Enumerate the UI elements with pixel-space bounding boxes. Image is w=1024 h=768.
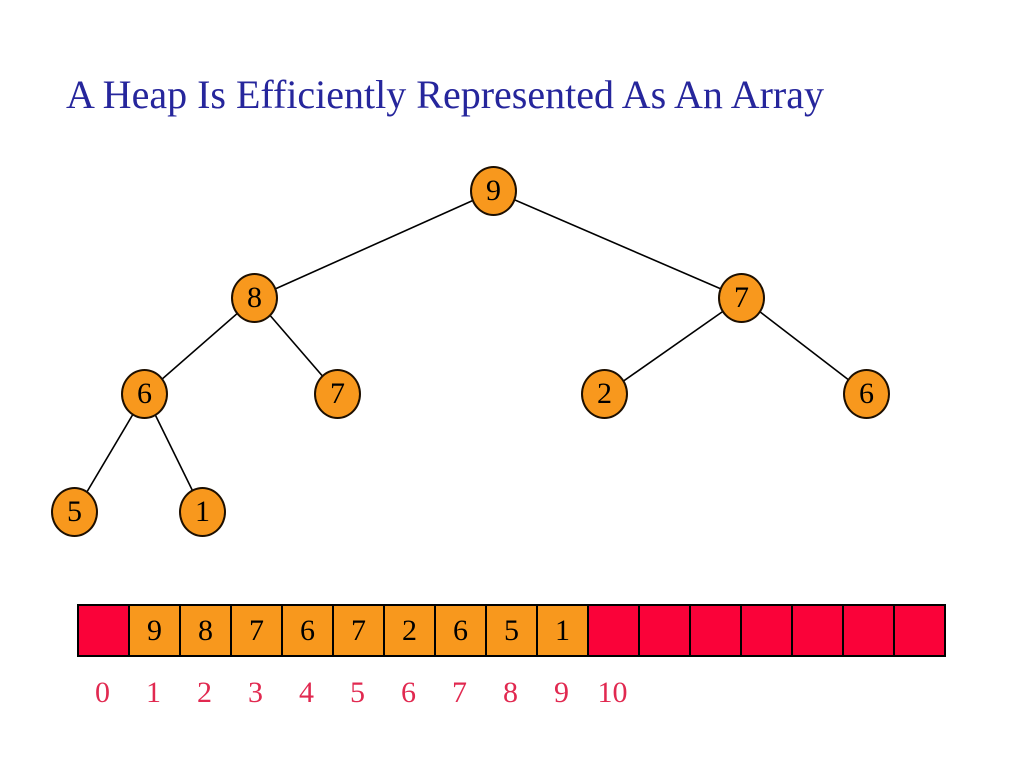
array-index-label: 6 <box>401 676 416 709</box>
array-cell: 7 <box>230 604 283 657</box>
array-index-label: 1 <box>146 676 161 709</box>
array-index-label: 10 <box>597 676 628 709</box>
array-cell: 6 <box>434 604 487 657</box>
array-cell-empty <box>740 604 793 657</box>
heap-array: 9 8 7 6 7 2 6 5 1 <box>77 604 946 657</box>
array-cell-empty <box>791 604 844 657</box>
array-cell: 2 <box>383 604 436 657</box>
tree-node: 2 <box>581 369 628 419</box>
tree-node: 7 <box>314 369 361 419</box>
tree-node: 7 <box>718 273 765 323</box>
array-index-label: 2 <box>197 676 212 709</box>
array-cell: 9 <box>128 604 181 657</box>
array-cell-empty <box>842 604 895 657</box>
array-cell-empty <box>893 604 946 657</box>
array-cell-empty <box>689 604 742 657</box>
tree-node: 8 <box>231 273 278 323</box>
array-index-label: 4 <box>299 676 314 709</box>
page-title: A Heap Is Efficiently Represented As An … <box>66 72 824 117</box>
tree-node: 5 <box>51 487 98 537</box>
array-index-row: 0 1 2 3 4 5 6 7 8 9 10 <box>77 676 638 710</box>
tree-node-root: 9 <box>470 166 517 216</box>
array-index-label: 9 <box>554 676 569 709</box>
array-index-label: 0 <box>95 676 110 709</box>
tree-node: 1 <box>179 487 226 537</box>
tree-node: 6 <box>843 369 890 419</box>
array-cell: 5 <box>485 604 538 657</box>
array-index-label: 3 <box>248 676 263 709</box>
array-cell: 1 <box>536 604 589 657</box>
array-cell-empty <box>638 604 691 657</box>
array-index-label: 7 <box>452 676 467 709</box>
array-index-label: 5 <box>350 676 365 709</box>
array-cell-empty <box>77 604 130 657</box>
array-cell: 7 <box>332 604 385 657</box>
array-index-label: 8 <box>503 676 518 709</box>
array-cell: 8 <box>179 604 232 657</box>
array-cell-empty <box>587 604 640 657</box>
tree-node: 6 <box>121 369 168 419</box>
array-cell: 6 <box>281 604 334 657</box>
